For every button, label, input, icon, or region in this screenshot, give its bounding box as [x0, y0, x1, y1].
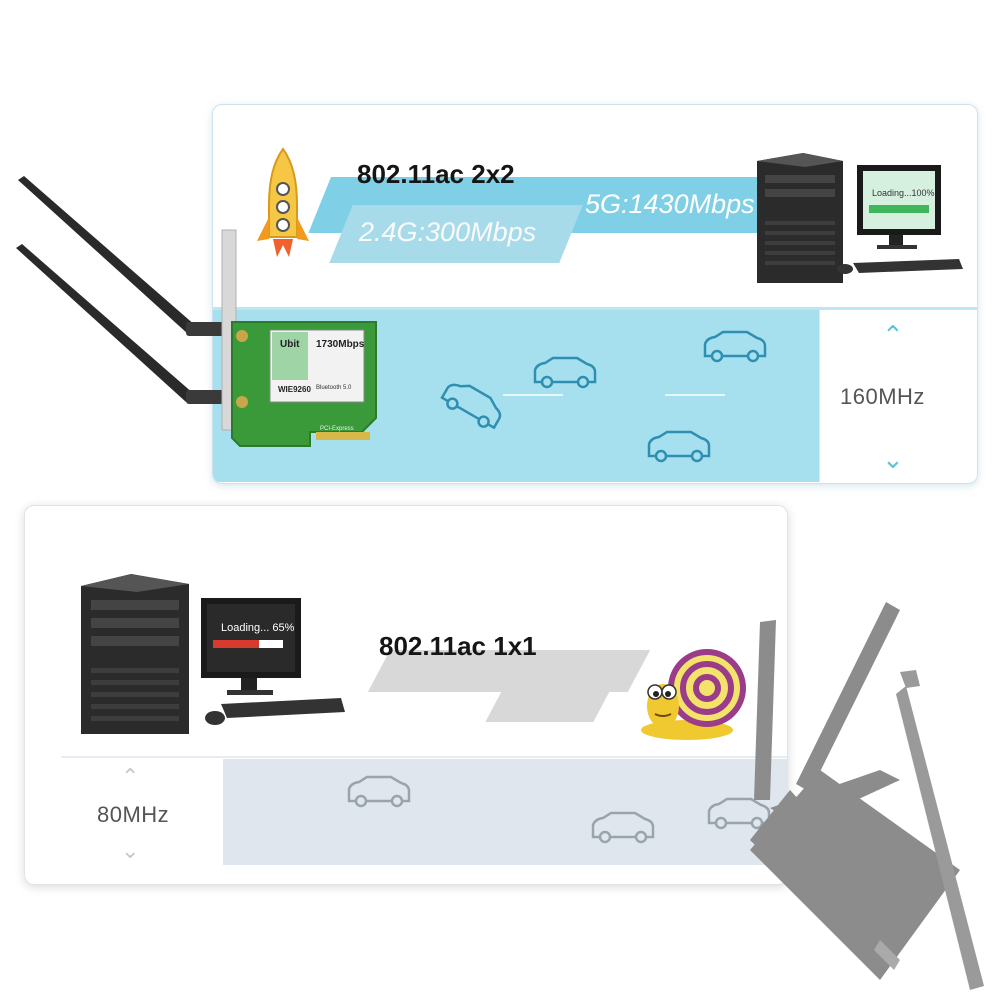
- monitor-loading-text: Loading...100%: [872, 188, 935, 198]
- standard-title-1x1: 802.11ac 1x1: [379, 631, 537, 661]
- rocket-icon: [257, 147, 309, 257]
- speed-label-5g: 5G:1430Mbps: [585, 189, 755, 219]
- monitor-loading-text: Loading... 65%: [221, 622, 295, 634]
- car-icon: [347, 775, 411, 808]
- car-icon: [703, 330, 767, 363]
- lane-dash: [503, 394, 563, 396]
- snail-icon: [641, 649, 746, 740]
- chevron-up-icon: ⌃: [121, 764, 140, 789]
- standard-title-2x2: 802.11ac 2x2: [357, 159, 515, 189]
- card-interface: PCI-Express: [320, 426, 354, 432]
- car-icon: [647, 430, 711, 463]
- car-icon: [591, 811, 655, 844]
- desktop-computer-icon: [757, 153, 963, 283]
- chevron-up-icon: ⌃: [882, 320, 904, 350]
- card-bluetooth: Bluetooth 5.0: [316, 385, 352, 391]
- card-speed: 1730Mbps: [316, 339, 365, 350]
- wifi-card-image: [16, 176, 377, 447]
- lane-dash: [665, 394, 725, 396]
- bandwidth-label-160: 160MHz: [840, 384, 925, 409]
- single-stream-panel: 802.11ac 1x1 Loading... 65%: [24, 505, 788, 885]
- car-icon: [440, 383, 502, 430]
- desktop-computer-icon: [81, 574, 345, 734]
- chevron-down-icon: ⌄: [121, 838, 140, 863]
- lane-divider: [61, 756, 787, 758]
- speed-label-24g: 2.4G:300Mbps: [359, 217, 537, 247]
- lane-divider: [213, 307, 977, 310]
- antenna-icon: [16, 244, 194, 402]
- bandwidth-label-80: 80MHz: [97, 802, 170, 827]
- card-brand: Ubit: [280, 339, 300, 350]
- speed-stripe-gray-small: [485, 678, 617, 722]
- card-model: WIE9260: [278, 385, 311, 394]
- wifi-card-silhouette: [750, 602, 984, 990]
- chevron-down-icon: ⌄: [882, 444, 904, 474]
- car-icon: [533, 356, 597, 389]
- antenna-icon: [18, 176, 196, 334]
- bandwidth-side: ⌃ 160MHz ⌄: [819, 310, 977, 482]
- car-icon: [707, 797, 771, 830]
- traffic-lane-narrow: [223, 759, 787, 865]
